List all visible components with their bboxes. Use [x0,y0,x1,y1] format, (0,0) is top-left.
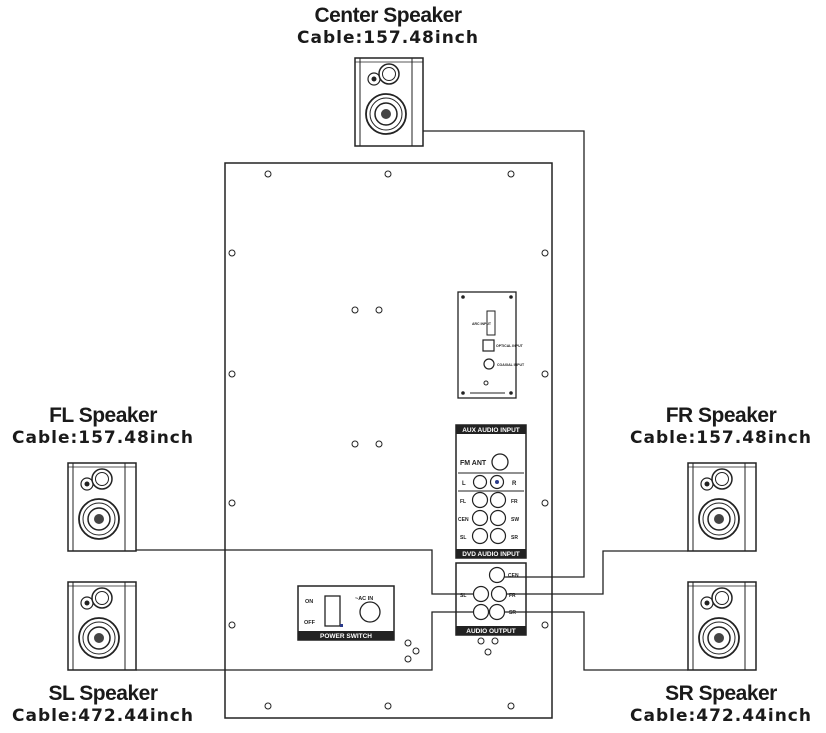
fl-cable [136,549,473,595]
sl-speaker-cable: Cable:472.44inch [12,706,194,726]
arc-input-label: ARC INPUT [472,322,492,326]
sr-speaker-icon [687,581,757,671]
fl-speaker-icon [67,462,137,552]
dvd-cen-label: CEN [458,517,469,523]
center-speaker-name: Center Speaker [314,4,462,27]
audio-output-panel: AUDIO OUTPUT CEN SL FR SR [455,562,527,636]
aux-audio-input-header: AUX AUDIO INPUT [462,427,520,434]
fl-speaker-label: FL Speaker Cable:157.48inch [0,404,206,448]
fm-antenna-label: FM ANT [460,460,487,467]
out-fr-label: FR [509,593,516,599]
aux-l-label: L [462,481,466,487]
fr-speaker-name: FR Speaker [665,404,777,427]
sl-speaker-name: SL Speaker [48,682,158,705]
dvd-fl-label: FL [460,499,466,505]
fl-speaker-name: FL Speaker [49,404,157,427]
fr-speaker-label: FR Speaker Cable:157.48inch [618,404,824,448]
dvd-sr-label: SR [511,535,518,541]
ac-in-socket[interactable] [359,601,381,623]
coaxial-input-label: COAXIAL INPUT [497,363,525,367]
aux-audio-input-panel: AUX AUDIO INPUT DVD AUDIO INPUT FM ANT L… [455,424,527,559]
center-speaker-label: Center Speaker Cable:157.48inch [250,4,526,48]
power-switch-panel: POWER SWITCH ON OFF ~AC IN [297,585,395,641]
power-toggle[interactable] [324,595,341,627]
out-sl-jack[interactable] [472,585,490,603]
dvd-audio-input-footer: DVD AUDIO INPUT [462,551,520,558]
dvd-fl-jack[interactable] [471,491,489,509]
hdmi-arc-port[interactable] [486,310,496,336]
center-cable [423,130,585,578]
sr-speaker-label: SR Speaker Cable:472.44inch [618,682,824,726]
dvd-fr-label: FR [511,499,518,505]
fm-antenna-jack[interactable] [491,453,509,471]
center-speaker-icon [354,57,424,147]
dvd-sl-jack[interactable] [471,527,489,545]
dvd-sw-label: SW [511,517,519,523]
fl-speaker-cable: Cable:157.48inch [12,428,194,448]
power-on-label: ON [305,599,313,605]
center-speaker-cable: Cable:157.48inch [297,28,479,48]
power-switch-footer: POWER SWITCH [320,633,372,640]
out-sr-jack[interactable] [488,603,506,621]
sr-speaker-name: SR Speaker [665,682,777,705]
dvd-sl-label: SL [460,535,466,541]
out-fr-jack[interactable] [490,585,508,603]
out-cen-jack[interactable] [488,566,506,584]
out-cen-label: CEN [508,573,519,579]
power-off-label: OFF [304,620,316,626]
optical-input-label: OPTICAL INPUT [496,344,524,348]
audio-output-footer: AUDIO OUTPUT [466,628,516,635]
mounting-screws [228,170,549,710]
out-sr-label: SR [509,610,516,616]
optical-port[interactable] [482,339,495,352]
aux-r-label: R [512,481,517,487]
ac-in-label: ~AC IN [355,596,373,602]
coaxial-port[interactable] [483,358,495,370]
sl-speaker-label: SL Speaker Cable:472.44inch [0,682,206,726]
fr-speaker-icon [687,462,757,552]
sl-cable [136,611,473,671]
dvd-sr-jack[interactable] [489,527,507,545]
aux-l-jack[interactable] [472,474,488,490]
sr-speaker-cable: Cable:472.44inch [630,706,812,726]
dvd-sw-jack[interactable] [489,509,507,527]
fr-speaker-cable: Cable:157.48inch [630,428,812,448]
sr-cable [504,611,688,671]
sl-speaker-icon [67,581,137,671]
out-sl-label: SL [460,593,466,599]
digital-input-panel: ARC INPUT OPTICAL INPUT COAXIAL INPUT [457,291,525,399]
dvd-cen-jack[interactable] [471,509,489,527]
fr-cable [506,550,688,595]
dvd-fr-jack[interactable] [489,491,507,509]
